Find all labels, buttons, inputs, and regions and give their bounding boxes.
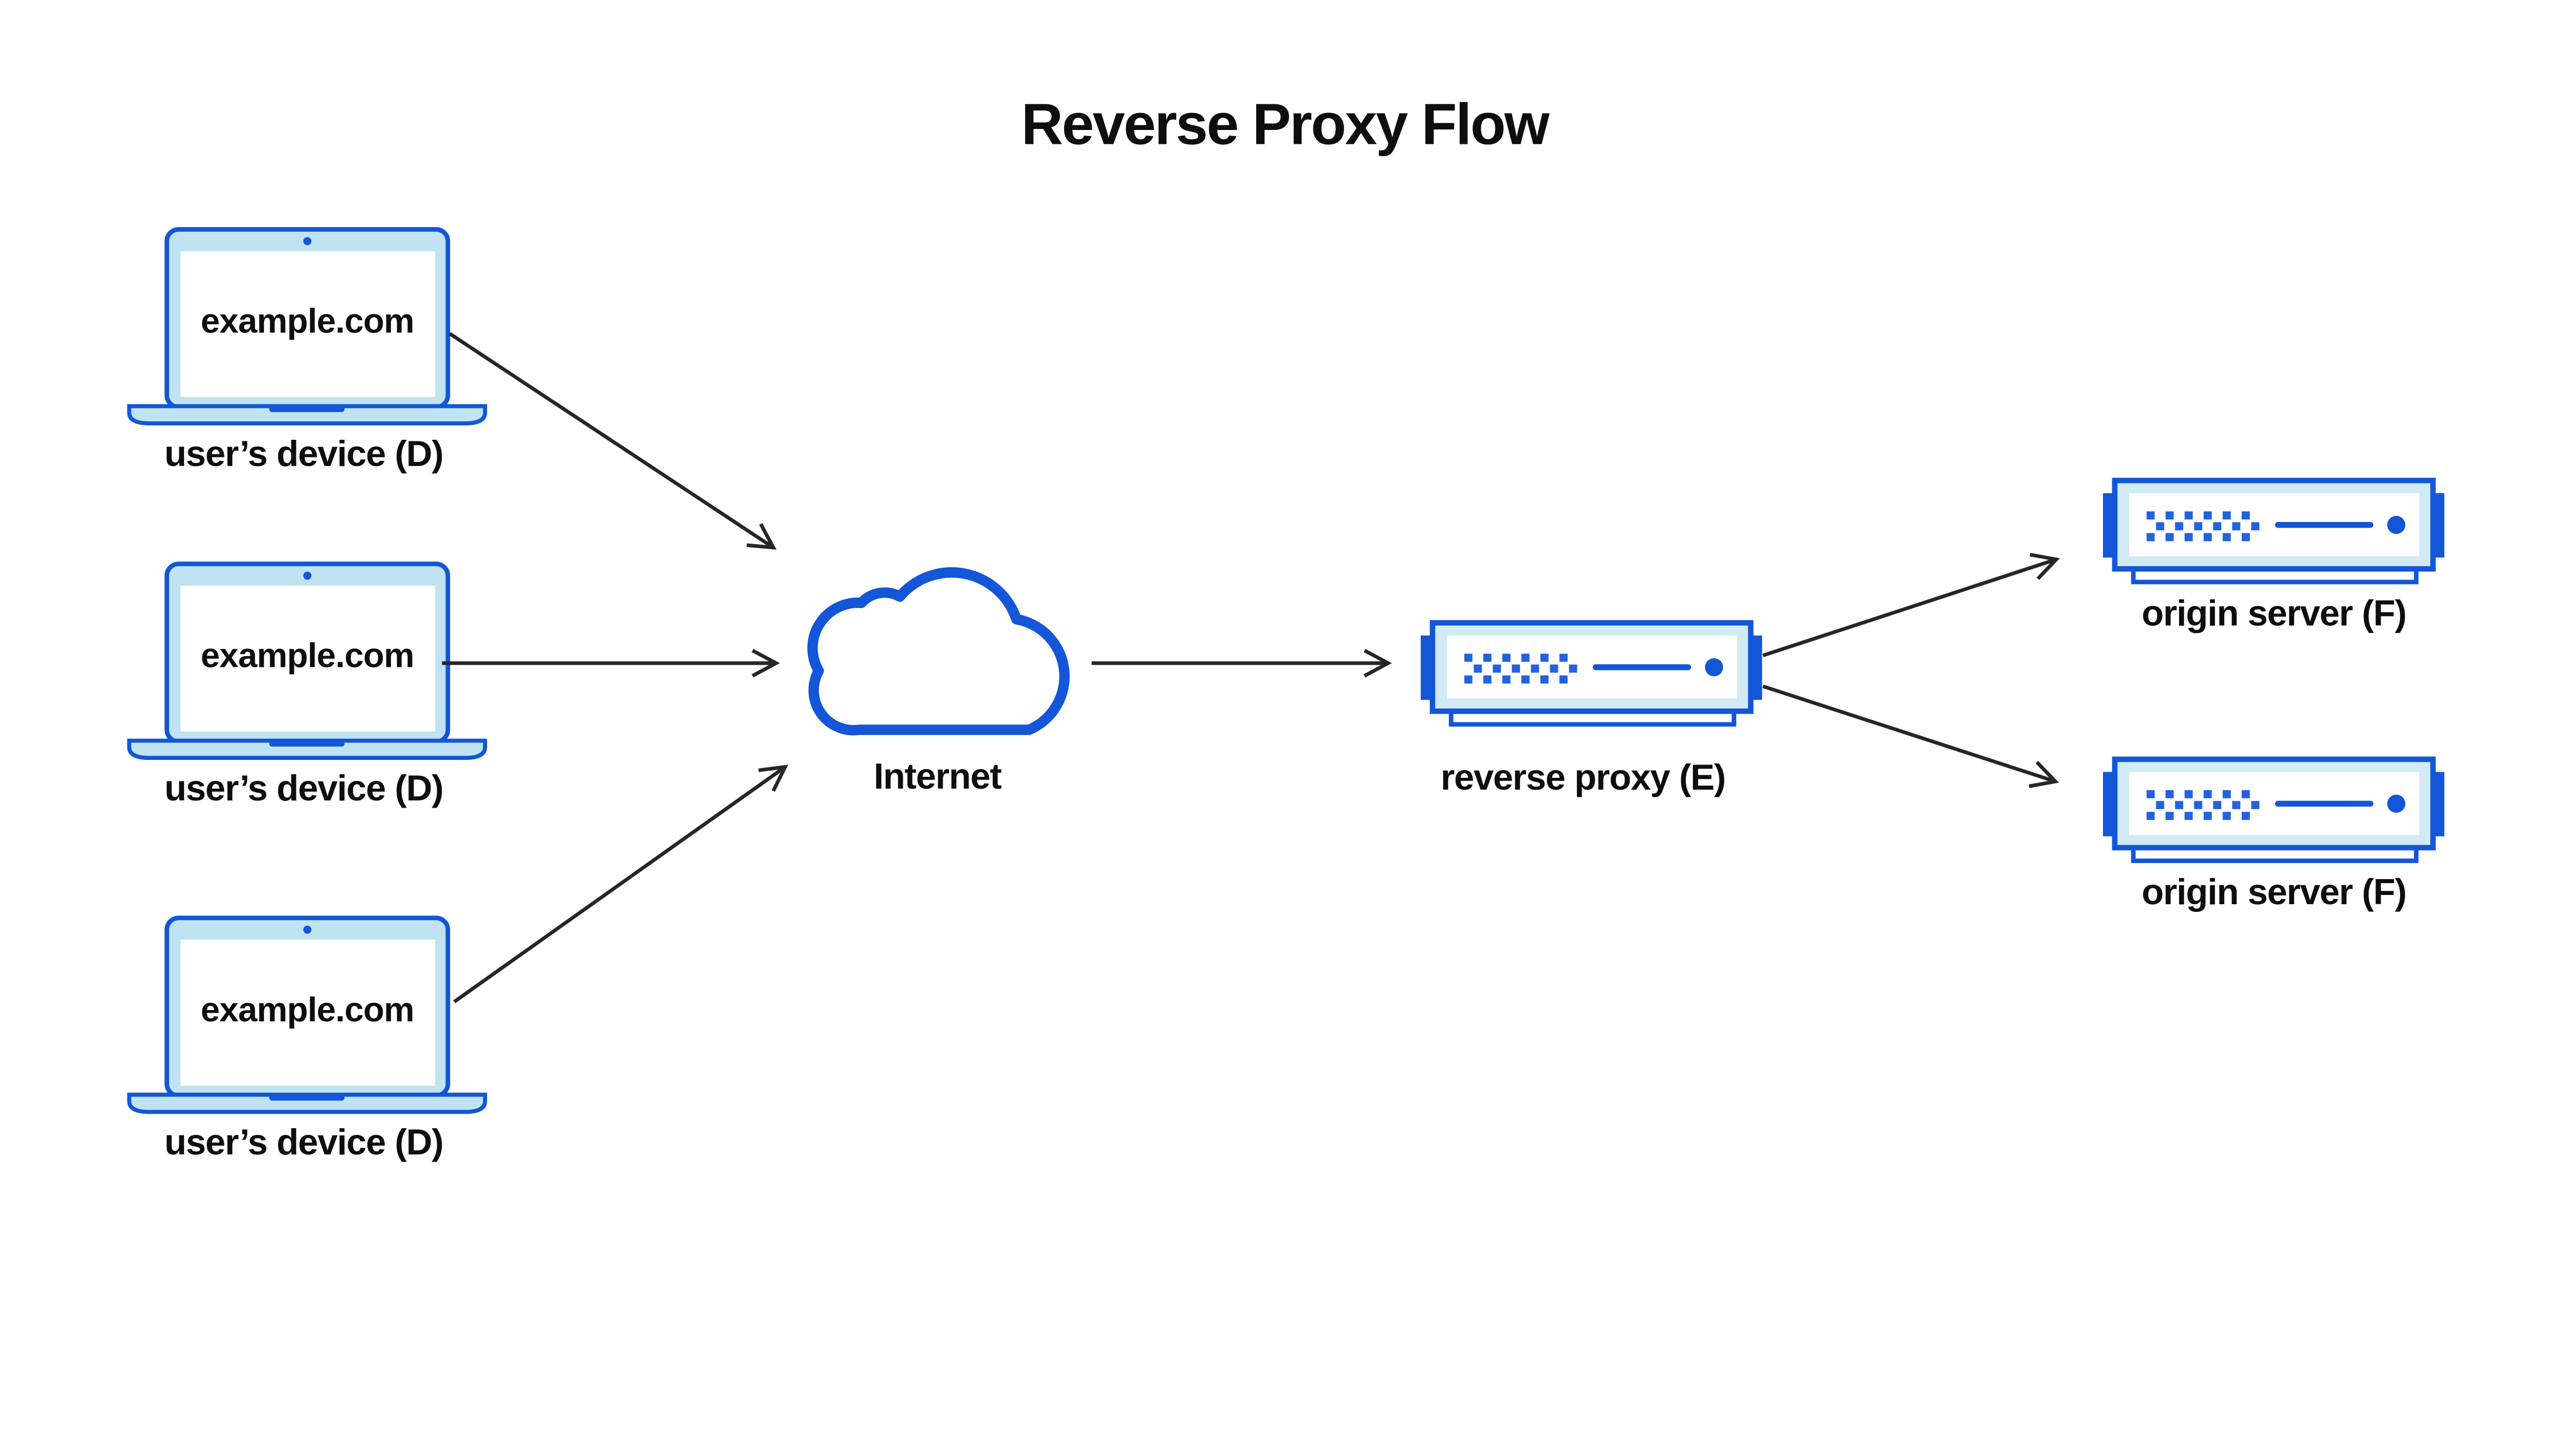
diagram-canvas: Reverse Proxy Flow example.com user’s de… [127,91,2445,1163]
origin-server-label: origin server (F) [2142,593,2406,633]
user-device-2: example.com user’s device (D) [127,562,488,808]
origin-server-label: origin server (F) [2142,871,2406,912]
device-label: user’s device (D) [164,1122,443,1162]
laptop-base [127,738,488,760]
server-power-dot [2387,794,2406,813]
server-vent-grid [2146,790,2260,820]
arrow-proxy-to-origin2 [1762,684,2059,788]
internet-label: Internet [873,756,1001,796]
server-icon [2102,477,2445,585]
origin-server-2: origin server (F) [2102,756,2445,912]
laptop-camera-icon [303,571,312,580]
laptop-base-notch [269,406,345,413]
laptop-display [180,940,436,1086]
laptop-display [180,251,436,397]
device-screen-text: example.com [201,637,414,675]
device-label: user’s device (D) [164,433,443,474]
laptop-base [127,404,488,426]
server-vent-grid [1464,654,1578,684]
arrow-device1-to-internet [449,332,777,550]
laptop-base [127,1092,488,1114]
device-label: user’s device (D) [164,768,443,808]
user-device-1: example.com user’s device (D) [127,227,488,474]
laptop-base-notch [269,1094,345,1101]
laptop-icon: example.com [127,916,488,1114]
page-title: Reverse Proxy Flow [1021,92,1550,157]
device-screen-text: example.com [201,302,414,341]
laptop-display [180,585,436,732]
arrow-device3-to-internet [453,764,789,1003]
laptop-camera-icon [303,925,312,934]
origin-server-1: origin server (F) [2102,477,2445,633]
reverse-proxy-label: reverse proxy (E) [1441,757,1725,797]
internet-node: Internet [807,567,1070,796]
reverse-proxy-node: reverse proxy (E) [1421,620,1762,797]
server-icon [1421,620,1762,727]
laptop-camera-icon [303,237,312,246]
server-power-dot [1705,658,1723,677]
cloud-icon [807,567,1070,736]
server-power-dot [2387,516,2406,534]
laptop-icon: example.com [127,562,488,760]
laptop-base-notch [269,740,345,747]
user-device-3: example.com user’s device (D) [127,916,488,1162]
arrow-proxy-to-origin1 [1762,553,2060,658]
device-screen-text: example.com [201,991,414,1029]
laptop-icon: example.com [127,227,488,426]
reverse-proxy-flow-diagram: Reverse Proxy Flow example.com user’s de… [127,91,2445,1163]
server-vent-grid [2146,511,2260,542]
server-icon [2102,756,2445,863]
